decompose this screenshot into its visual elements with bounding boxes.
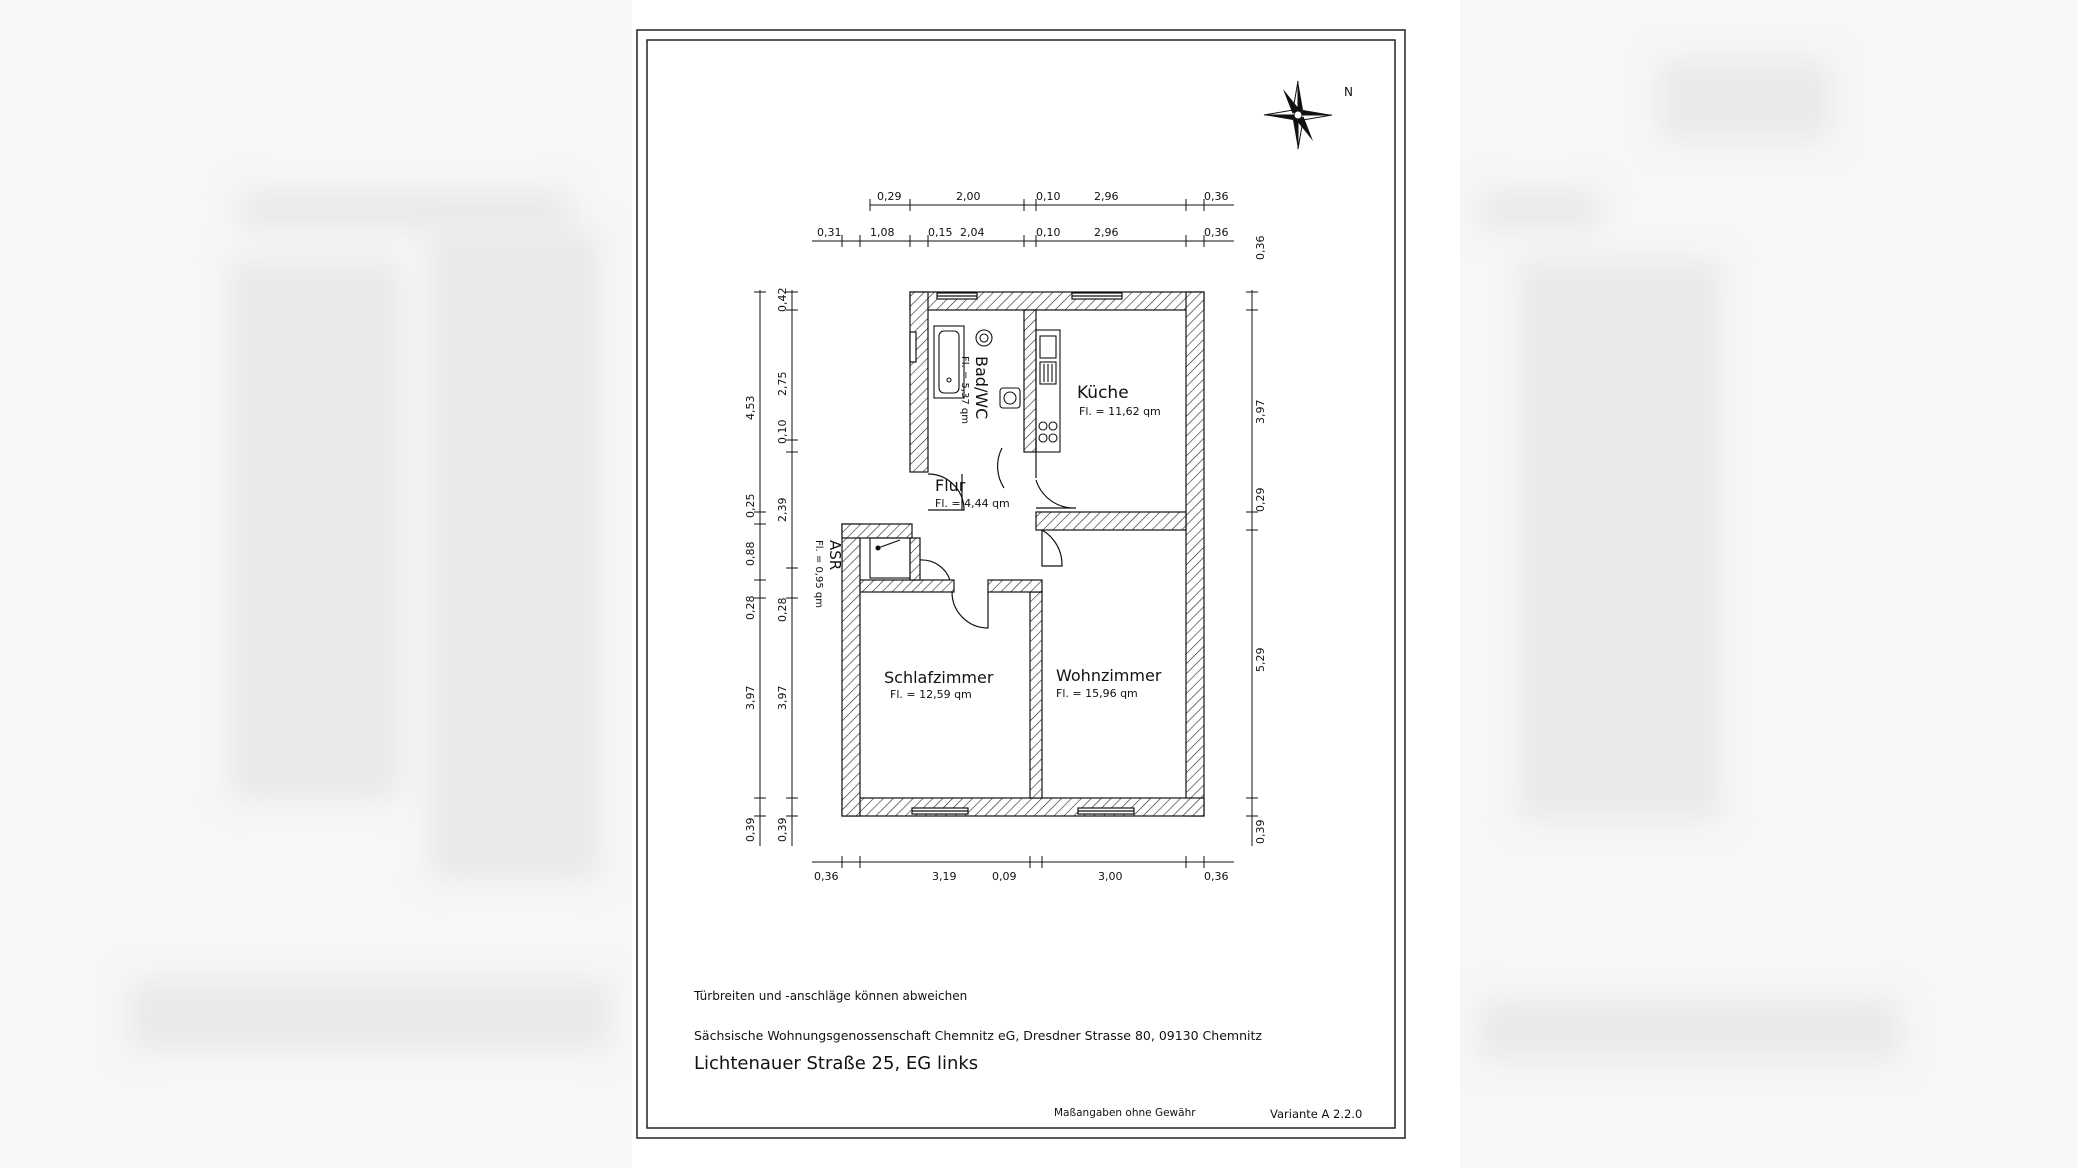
- windows: [909, 292, 1135, 815]
- dim-label: 0,09: [992, 870, 1017, 883]
- room-name-schlafzimmer: Schlafzimmer: [884, 668, 994, 687]
- room-name-asr: ASR: [826, 540, 844, 570]
- compass-rose-icon: [1263, 80, 1333, 150]
- dim-label: 0,29: [877, 190, 902, 203]
- bath-fixtures: [933, 325, 1021, 409]
- dimensions-top-row-2: 0,31 1,08 0,15 2,04 0,10 2,96 0,36: [817, 226, 1229, 239]
- inner-frame: [646, 39, 1396, 1129]
- door-swings: [919, 440, 1077, 629]
- dim-label: 0,29: [1254, 488, 1267, 513]
- dimensions-top-row-1: 0,29 2,00 0,10 2,96 0,36: [877, 190, 1229, 203]
- room-name-bad: Bad/WC: [972, 356, 991, 419]
- dim-label: 2,00: [956, 190, 981, 203]
- blurred-background-right: [1460, 0, 2077, 1168]
- dim-label: 0,39: [776, 818, 789, 843]
- room-area-wohnzimmer: Fl. = 15,96 qm: [1056, 687, 1138, 700]
- dim-label: 0,10: [1036, 226, 1061, 239]
- floor-plan-sheet: N: [632, 0, 1460, 1168]
- dim-label: 0,88: [744, 542, 757, 567]
- dim-label: 2,04: [960, 226, 985, 239]
- dim-label: 5,29: [1254, 648, 1267, 673]
- outer-frame: [636, 29, 1406, 1139]
- kitchen-fixtures: [1035, 329, 1061, 453]
- dim-label: 0,25: [744, 494, 757, 519]
- compass-north-label: N: [1344, 85, 1353, 99]
- asr-fixture: [869, 537, 911, 579]
- dim-label: 0,39: [744, 818, 757, 843]
- room-area-flur: Fl. = 4,44 qm: [935, 497, 1010, 510]
- room-area-asr: Fl. = 0,95 qm: [813, 540, 824, 608]
- dim-label: 2,96: [1094, 226, 1119, 239]
- room-area-schlafzimmer: Fl. = 12,59 qm: [890, 688, 972, 701]
- dim-label: 3,19: [932, 870, 957, 883]
- dimensions-right: 0,36 3,97 0,29 5,29 0,39: [1254, 236, 1267, 845]
- dim-label: 2,96: [1094, 190, 1119, 203]
- room-area-kueche: Fl. = 11,62 qm: [1079, 405, 1161, 418]
- dim-label: 0,10: [776, 420, 789, 445]
- dim-label: 1,08: [870, 226, 895, 239]
- room-area-bad: Fl. = 5,37 qm: [959, 356, 970, 424]
- dim-label: 0,36: [1204, 870, 1229, 883]
- dim-label: 4,53: [744, 396, 757, 421]
- room-name-kueche: Küche: [1077, 383, 1129, 403]
- dim-label: 3,97: [776, 686, 789, 711]
- company-address: Sächsische Wohnungsgenossenschaft Chemni…: [694, 1028, 1262, 1043]
- dimensions-left-2: 0,42 2,75 0,10 2,39 0,28 3,97 0,39: [776, 288, 789, 843]
- dimension-lines: [754, 199, 1258, 868]
- dimensions-left-1: 4,53 0,25 0,88 0,28 3,97 0,39: [744, 396, 757, 843]
- door-width-note: Türbreiten und -anschläge können abweich…: [693, 989, 967, 1003]
- floor-plan-drawing: N: [636, 29, 1406, 1139]
- dim-label: 2,75: [776, 372, 789, 397]
- dim-label: 0,39: [1254, 820, 1267, 845]
- dim-label: 3,00: [1098, 870, 1123, 883]
- dim-label: 0,36: [1204, 226, 1229, 239]
- dim-label: 0,36: [1254, 236, 1267, 261]
- dim-label: 0,28: [776, 598, 789, 623]
- room-name-flur: Flur: [935, 476, 966, 495]
- variant-label: Variante A 2.2.0: [1270, 1107, 1362, 1121]
- dim-label: 3,97: [1254, 400, 1267, 425]
- dim-label: 3,97: [744, 686, 757, 711]
- dim-label: 2,39: [776, 498, 789, 523]
- dim-label: 0,15: [928, 226, 953, 239]
- dim-label: 0,42: [776, 288, 789, 313]
- dim-label: 0,36: [814, 870, 839, 883]
- dim-label: 0,31: [817, 226, 842, 239]
- property-address: Lichtenauer Straße 25, EG links: [694, 1053, 978, 1074]
- dim-label: 0,10: [1036, 190, 1061, 203]
- room-name-wohnzimmer: Wohnzimmer: [1056, 666, 1162, 685]
- blurred-background-left: [0, 0, 632, 1168]
- disclaimer-note: Maßangaben ohne Gewähr: [1054, 1107, 1196, 1119]
- walls: [841, 291, 1205, 817]
- dim-label: 0,28: [744, 596, 757, 621]
- dimensions-bottom: 0,36 3,19 0,09 3,00 0,36: [814, 870, 1229, 883]
- dim-label: 0,36: [1204, 190, 1229, 203]
